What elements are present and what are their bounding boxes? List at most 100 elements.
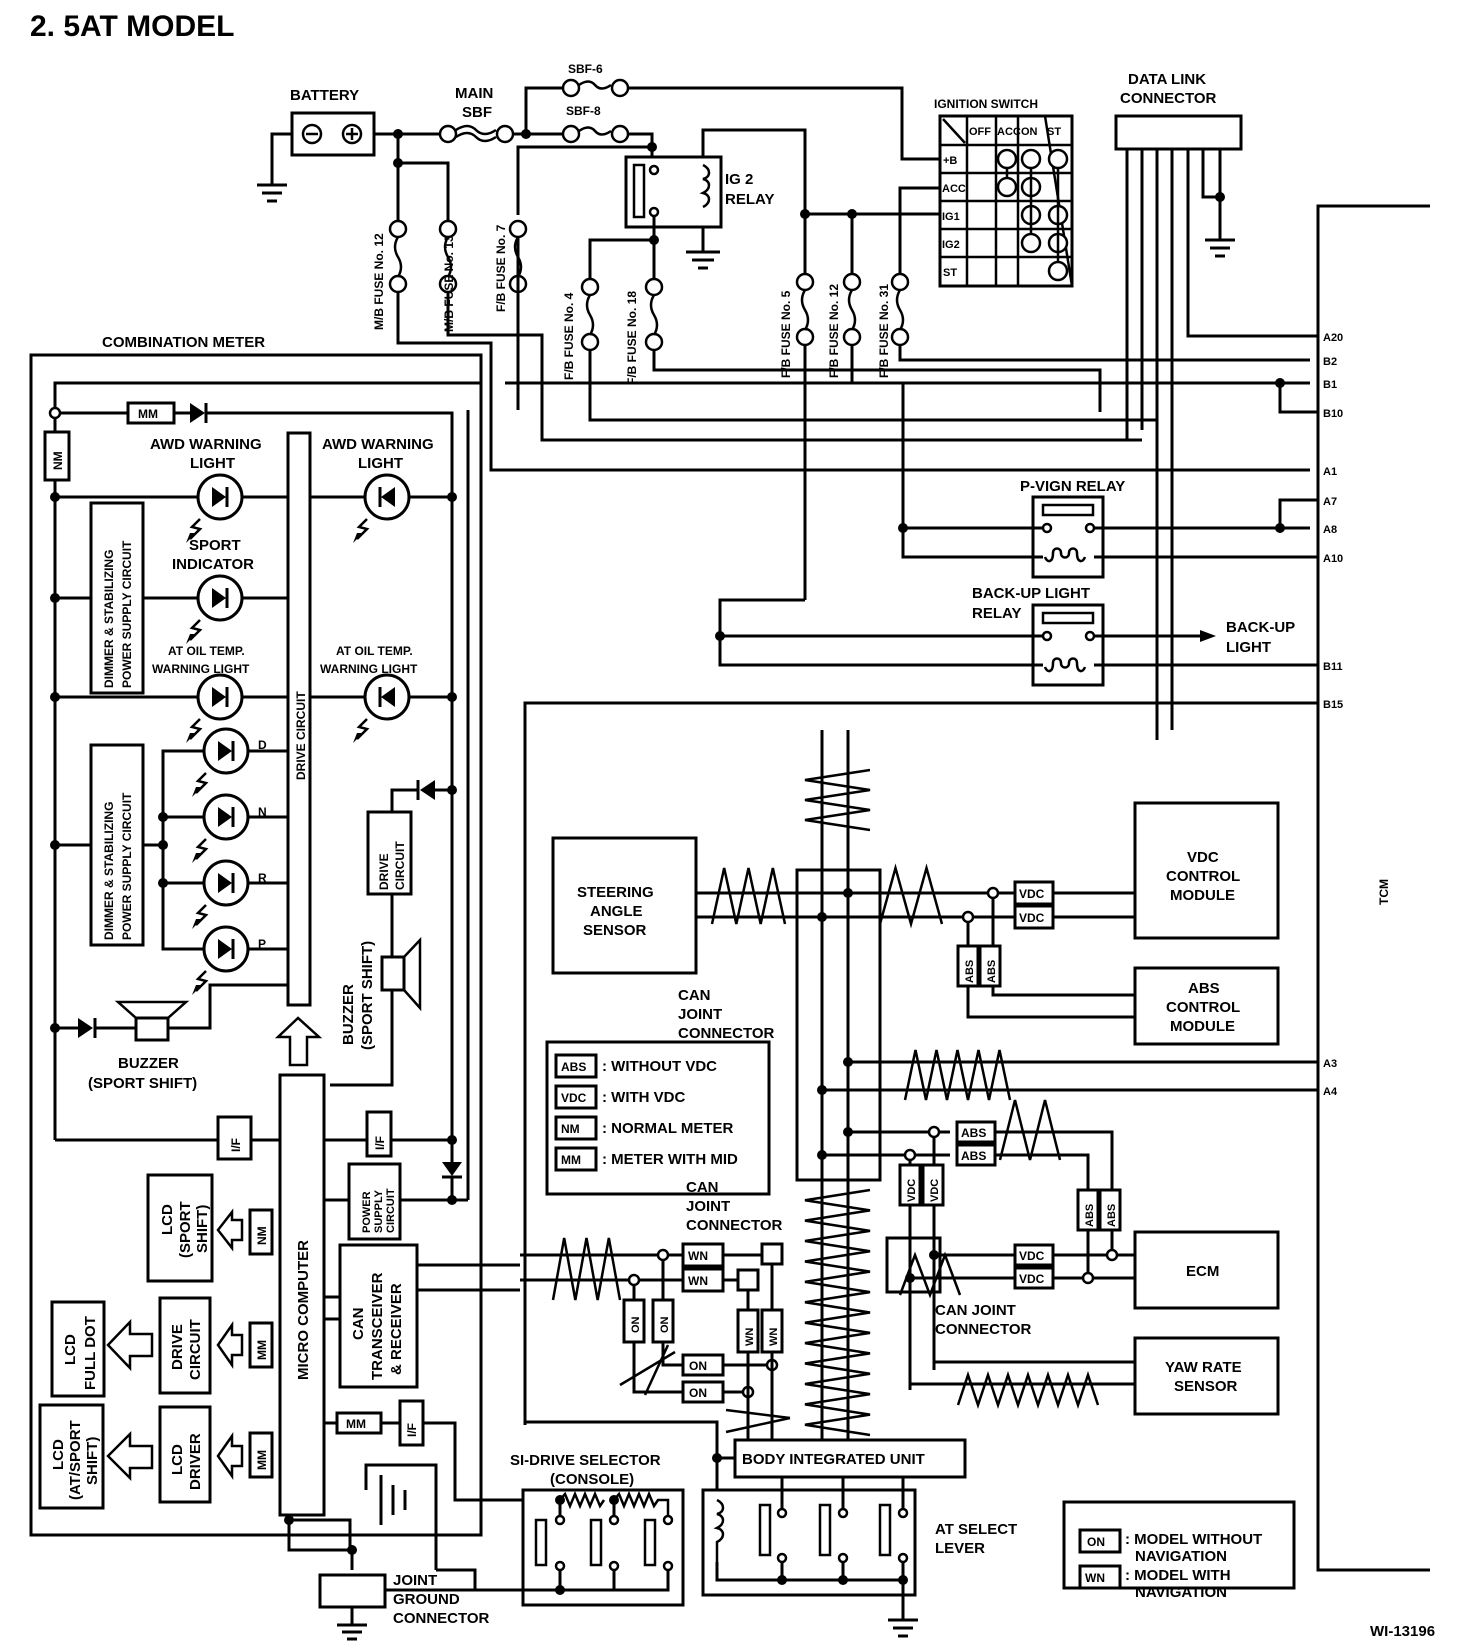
svg-text:CONTROL: CONTROL	[1166, 868, 1240, 885]
tcm-pin-label: A7	[1323, 496, 1337, 508]
legend-text: : WITHOUT VDC	[602, 1058, 717, 1075]
svg-text:F/B FUSE No. 7: F/B FUSE No. 7	[494, 224, 508, 312]
legend-tag: VDC	[561, 1091, 587, 1105]
svg-text:(CONSOLE): (CONSOLE)	[550, 1471, 634, 1488]
svg-text:VDC: VDC	[1019, 1249, 1045, 1263]
twisted-pair-icon	[804, 1188, 871, 1437]
svg-text:DRIVE: DRIVE	[169, 1324, 186, 1370]
svg-text:COMBINATION METER: COMBINATION METER	[102, 334, 265, 351]
svg-text:& RECEIVER: & RECEIVER	[388, 1283, 405, 1375]
tcm-pin-label: B2	[1323, 356, 1337, 368]
svg-text:FULL DOT: FULL DOT	[82, 1316, 99, 1390]
svg-text:NM: NM	[255, 1226, 269, 1245]
svg-text:VDC: VDC	[1187, 849, 1219, 866]
svg-text:P-VIGN RELAY: P-VIGN RELAY	[1020, 478, 1125, 495]
switch-contact-icon	[996, 148, 1018, 170]
svg-text:STEERING: STEERING	[577, 884, 654, 901]
sbf-8: SBF-8	[561, 104, 630, 144]
tcm-pin-label: B1	[1323, 379, 1337, 391]
tcm-pin-label: A3	[1323, 1058, 1337, 1070]
can-joint-label-right: CAN JOINT	[935, 1302, 1016, 1319]
svg-text:M/B FUSE No. 12: M/B FUSE No. 12	[372, 233, 386, 330]
svg-text:(SPORT: (SPORT	[177, 1201, 194, 1258]
svg-text:DRIVE CIRCUIT: DRIVE CIRCUIT	[294, 691, 308, 780]
twisted-pair-icon	[956, 1371, 1100, 1409]
svg-text:F/B FUSE No. 4: F/B FUSE No. 4	[562, 292, 576, 380]
buzzer-icon	[380, 955, 406, 992]
svg-text:IG1: IG1	[942, 211, 960, 223]
at-oil-temp-left-label: AT OIL TEMP.	[168, 644, 245, 658]
svg-text:OFF: OFF	[969, 126, 991, 138]
svg-text:RELAY: RELAY	[972, 605, 1021, 622]
svg-text:CIRCUIT: CIRCUIT	[393, 841, 407, 890]
svg-text:MODULE: MODULE	[1170, 887, 1235, 904]
svg-text:IGNITION SWITCH: IGNITION SWITCH	[934, 97, 1038, 111]
arrow-left-icon	[216, 1208, 244, 1252]
led-icon	[353, 473, 411, 543]
svg-text:M/B FUSE No. 13: M/B FUSE No. 13	[442, 235, 456, 332]
svg-text:LCD: LCD	[159, 1204, 176, 1235]
svg-text:ABS: ABS	[961, 1126, 986, 1140]
svg-text:LCD: LCD	[169, 1444, 186, 1475]
relay-coil-icon	[1043, 547, 1087, 563]
svg-text:NM: NM	[51, 451, 65, 470]
twisted-pair-icon	[710, 867, 787, 925]
positive-terminal-icon	[341, 123, 363, 145]
svg-text:JOINT: JOINT	[686, 1198, 730, 1215]
arrow-left-icon	[106, 1318, 154, 1372]
svg-text:WARNING LIGHT: WARNING LIGHT	[320, 662, 418, 676]
svg-text:BODY INTEGRATED UNIT: BODY INTEGRATED UNIT	[742, 1451, 925, 1468]
twisted-pair-icon	[878, 863, 944, 929]
diode-icon	[190, 403, 205, 423]
svg-text:I/F: I/F	[373, 1136, 387, 1150]
svg-text:ABS: ABS	[961, 1149, 986, 1163]
led-icon	[192, 727, 250, 797]
svg-text:F/B FUSE No. 31: F/B FUSE No. 31	[877, 284, 891, 378]
svg-text:JOINT: JOINT	[393, 1572, 437, 1589]
tcm-pin-label: A8	[1323, 524, 1337, 536]
switch-contact-icon	[1047, 148, 1069, 170]
svg-text:CIRCUIT: CIRCUIT	[385, 1188, 397, 1233]
svg-text:ABS: ABS	[1084, 1204, 1096, 1227]
svg-text:ABS: ABS	[1188, 980, 1220, 997]
battery: BATTERY	[290, 87, 376, 157]
legend-tag: ABS	[561, 1060, 586, 1074]
svg-text:LIGHT: LIGHT	[358, 455, 403, 472]
svg-text:I/F: I/F	[405, 1423, 419, 1437]
svg-text:CONNECTOR: CONNECTOR	[1120, 90, 1217, 107]
svg-text:CONNECTOR: CONNECTOR	[393, 1610, 490, 1627]
svg-text:MM: MM	[255, 1450, 269, 1470]
arrow-left-icon	[216, 1321, 244, 1369]
svg-text:ON: ON	[659, 1316, 671, 1333]
si-drive-selector: SI-DRIVE SELECTOR (CONSOLE)	[510, 1452, 685, 1607]
svg-text:DATA LINK: DATA LINK	[1128, 71, 1206, 88]
svg-text:DRIVER: DRIVER	[187, 1433, 204, 1490]
legend-text: : NORMAL METER	[602, 1120, 734, 1137]
vdc-tag-pair: VDC VDC	[1013, 880, 1055, 930]
svg-text:IG2: IG2	[942, 239, 960, 251]
svg-text:CONNECTOR: CONNECTOR	[686, 1217, 783, 1234]
svg-text:LIGHT: LIGHT	[190, 455, 235, 472]
svg-text:SENSOR: SENSOR	[583, 922, 647, 939]
figure-id: WI-13196	[1370, 1623, 1435, 1640]
relay-coil-icon	[699, 163, 711, 209]
backup-light-label: BACK-UP	[1226, 619, 1295, 636]
joint-ground-connector: JOINT GROUND CONNECTOR	[284, 1515, 490, 1641]
svg-text:WN: WN	[688, 1274, 708, 1288]
svg-text:MM: MM	[255, 1340, 269, 1360]
svg-text:ANGLE: ANGLE	[590, 903, 643, 920]
svg-text:ACC: ACC	[997, 126, 1021, 138]
svg-text:CAN: CAN	[686, 1179, 719, 1196]
tcm-pin-label: B15	[1323, 699, 1343, 711]
svg-text:(AT/SPORT: (AT/SPORT	[67, 1420, 84, 1500]
sport-indicator-label: SPORT	[189, 537, 241, 554]
switch-contact-icon	[1047, 260, 1069, 282]
led-icon	[186, 673, 244, 743]
steering-angle-sensor	[551, 836, 698, 975]
data-link-connector: DATA LINK CONNECTOR	[1114, 71, 1318, 740]
can-joint-connector-upper	[795, 868, 882, 1182]
svg-text:VDC: VDC	[1019, 1272, 1045, 1286]
battery-label: BATTERY	[290, 87, 359, 104]
